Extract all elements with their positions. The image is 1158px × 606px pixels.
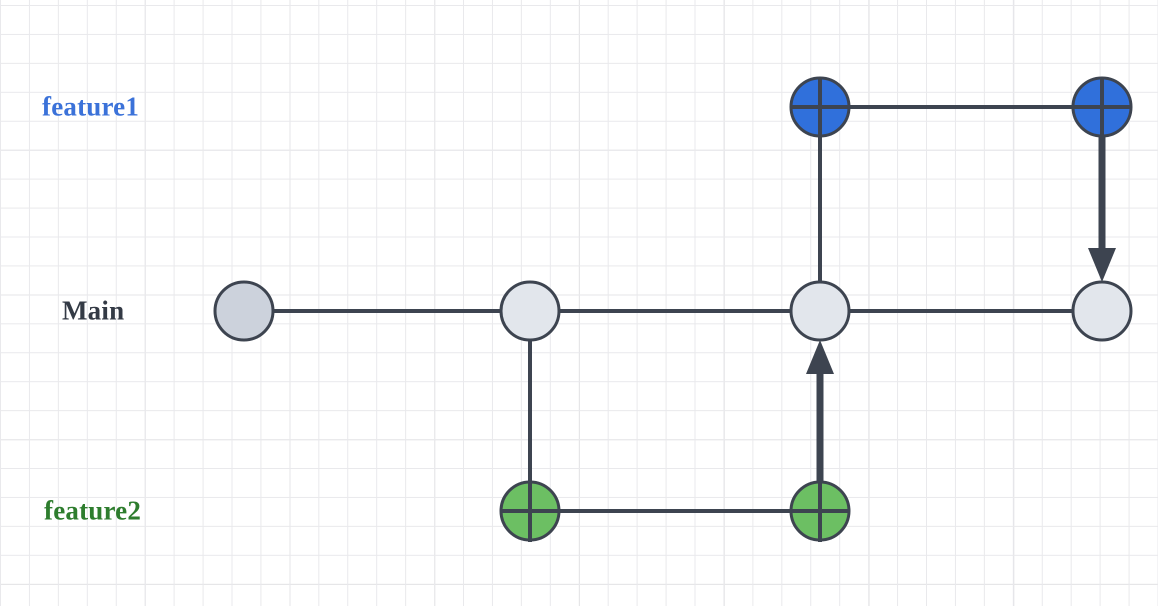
branch-label-feature2: feature2: [44, 495, 142, 526]
main-node-layer: [213, 280, 1133, 342]
edge-overlay-layer: [501, 78, 1131, 542]
node-main-c3[interactable]: [789, 280, 851, 342]
node-main-c1[interactable]: [213, 280, 275, 342]
merge-feature1-arrowhead: [1088, 248, 1116, 282]
node-main-c2[interactable]: [499, 280, 561, 342]
merge-feature2-arrowhead: [806, 340, 834, 374]
edge-layer: [244, 105, 1116, 513]
node-main-c4[interactable]: [1071, 280, 1133, 342]
branch-label-main: Main: [62, 295, 125, 326]
branch-label-feature1: feature1: [42, 91, 140, 122]
